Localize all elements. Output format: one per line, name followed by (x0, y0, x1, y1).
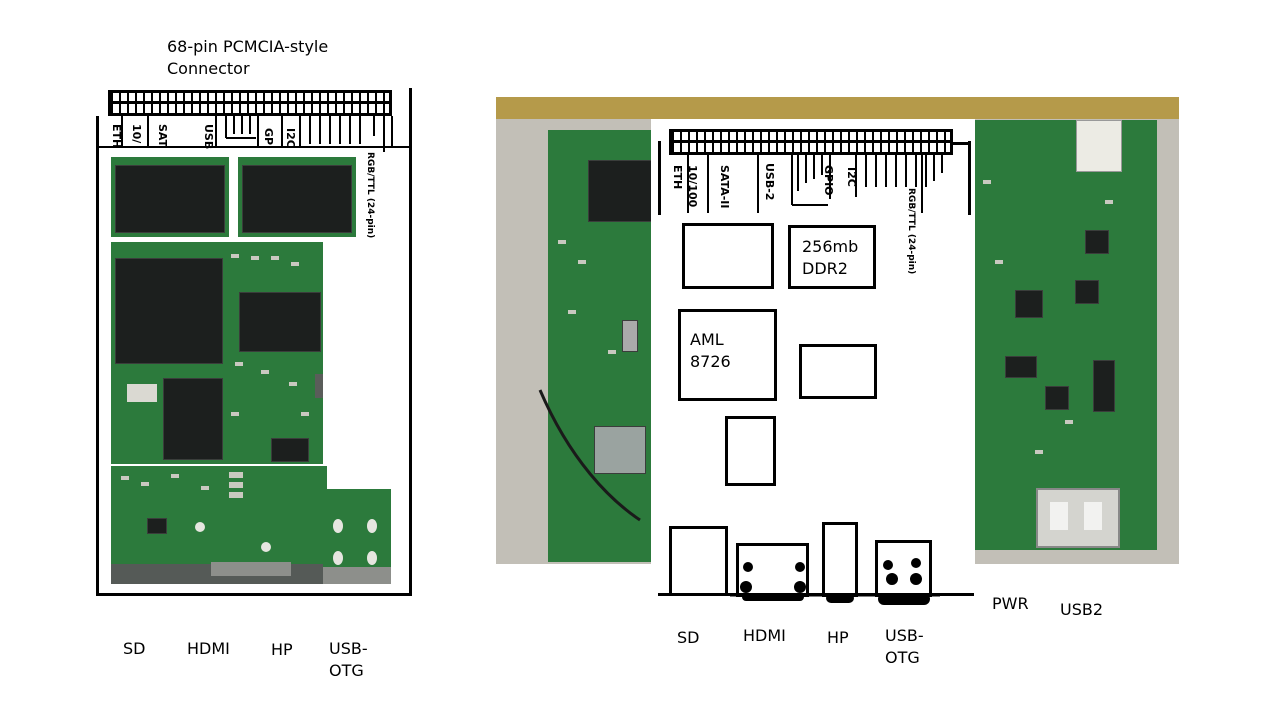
left-pin-eth: ETH (110, 124, 123, 149)
left-pcb-bottom (111, 466, 327, 584)
left-pin-gpio: GP (262, 128, 275, 146)
right-ram-chip-1-outline (682, 223, 774, 289)
right-connector-tail (951, 142, 971, 145)
right-pin-eth: ETH (671, 165, 684, 190)
left-port-sd: SD (123, 639, 146, 658)
right-board-bottom-line (658, 593, 974, 596)
right-port-scribbles (730, 558, 940, 605)
right-soc-outline (678, 309, 777, 401)
right-nand-chip-outline (799, 344, 877, 399)
left-pcb-main (111, 242, 323, 464)
left-board-outline (96, 147, 412, 596)
left-pin-10: 10/ (130, 124, 143, 144)
right-sd-slot-outline (669, 526, 728, 596)
right-pin-usb-2: USB-2 (763, 163, 776, 201)
right-soc-label-line2: 8726 (690, 352, 731, 371)
right-ram-chip-ddr2-outline (788, 225, 876, 289)
left-pcb-edge-part (315, 374, 323, 398)
left-outline-top-line (96, 146, 412, 148)
right-pin-gpio: GPIO (822, 165, 835, 196)
right-ram-label-line2: DDR2 (802, 259, 848, 278)
left-port-usb-otg-line2: OTG (329, 661, 364, 680)
left-pcb-ram-1 (111, 157, 229, 237)
right-pin-10-100: 10/100 (686, 165, 699, 208)
right-pin-rgb: RGB/TTL (24-pin) (906, 188, 916, 275)
left-pin-usb: USB (202, 124, 215, 150)
right-pin-lines (687, 155, 943, 213)
right-photo-battery-edge (496, 97, 1179, 119)
left-pcb-ram-2 (238, 157, 356, 237)
left-pin-lines (121, 116, 393, 152)
left-port-hp: HP (271, 640, 293, 659)
connector-title-line2: Connector (167, 59, 250, 78)
right-small-chip-outline (725, 416, 776, 486)
right-port-pwr: PWR (992, 594, 1029, 613)
right-port-usb-otg-line2: OTG (885, 648, 920, 667)
right-port-hdmi: HDMI (743, 626, 786, 645)
right-outline-right-stub (968, 141, 971, 215)
right-port-usb-otg-line1: USB- (885, 626, 924, 645)
left-pin-rgb: RGB/TTL (24-pin) (365, 152, 375, 239)
right-outline-left-stub (658, 141, 661, 215)
right-connector-midline (669, 140, 953, 143)
connector-title-line1: 68-pin PCMCIA-style (167, 37, 329, 56)
right-antenna-wire (538, 389, 641, 522)
right-photo-usb2-port (1036, 488, 1120, 548)
right-pcb-right-strip (975, 120, 1157, 550)
left-port-usb-otg-line1: USB- (329, 639, 368, 658)
left-pin-sata: SAT (156, 124, 169, 148)
right-pin-i2c: I2C (845, 167, 858, 187)
right-soc-label-line1: AML (690, 330, 724, 349)
right-port-sd: SD (677, 628, 700, 647)
left-outline-left-stub (96, 116, 99, 148)
left-connector-midline (108, 101, 392, 104)
left-pin-i2c: I2C (284, 128, 297, 148)
right-port-usb2: USB2 (1060, 600, 1104, 619)
right-photo-connector-white (1076, 120, 1122, 172)
left-outline-right-stub (409, 88, 412, 148)
right-port-hp: HP (827, 628, 849, 647)
right-ram-label-line1: 256mb (802, 237, 859, 256)
left-port-hdmi: HDMI (187, 639, 230, 658)
left-pcb-usb-area (323, 489, 391, 584)
right-pin-sata-ii: SATA-II (718, 165, 731, 209)
